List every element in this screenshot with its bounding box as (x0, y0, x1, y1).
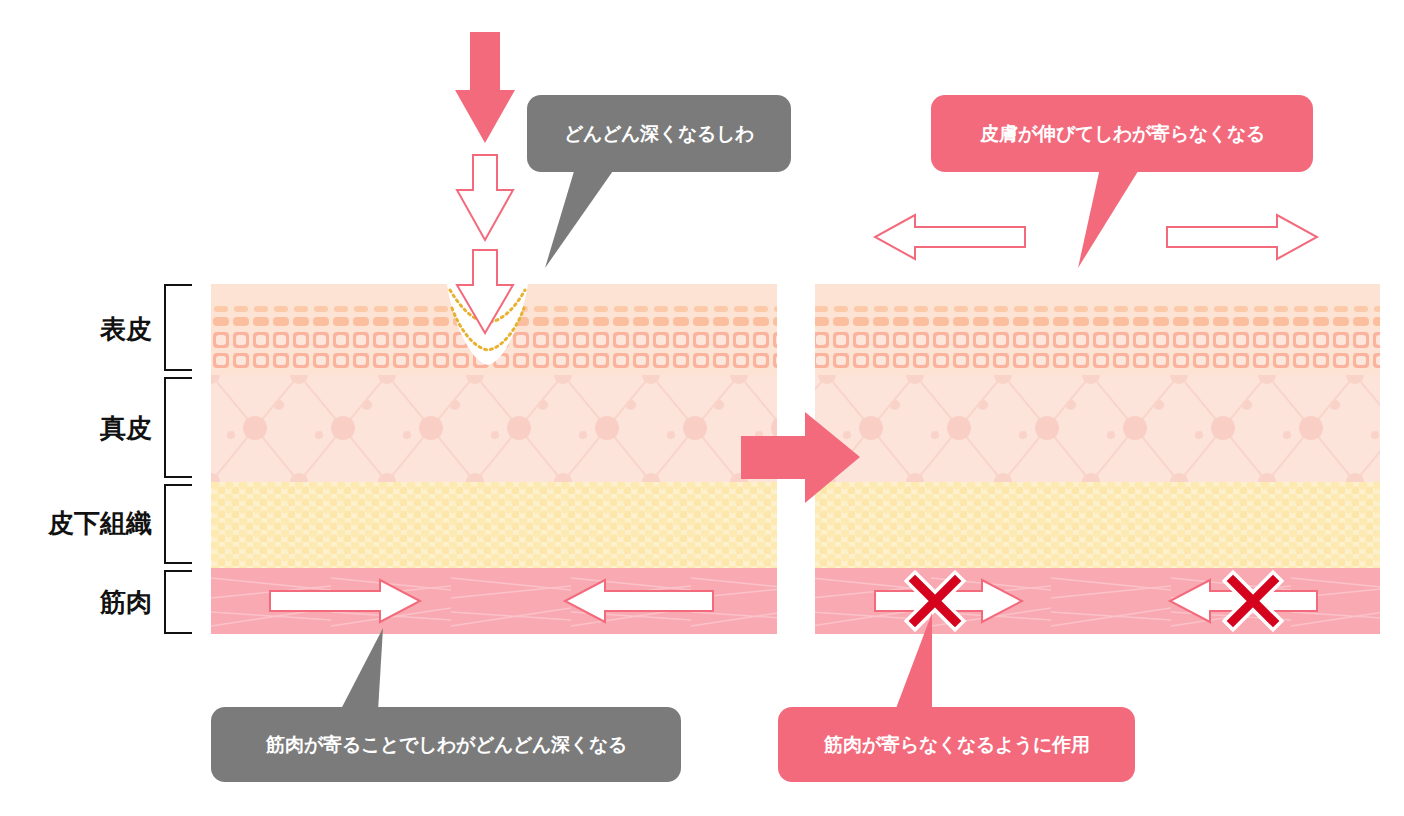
skin-panel-after (815, 284, 1380, 634)
muscle-arrow (875, 580, 1022, 622)
layer-label: 真皮 (100, 411, 152, 446)
callout-text: 筋肉が寄らなくなるように作用 (824, 732, 1090, 757)
callout-bubble: 皮膚が伸びてしわが寄らなくなる (931, 95, 1313, 172)
callout-tail (1078, 168, 1140, 268)
callout-tail (340, 628, 383, 711)
layer-label: 皮下組織 (48, 506, 152, 541)
callout-bubble: どんどん深くなるしわ (527, 95, 791, 172)
transition-arrow (741, 412, 860, 503)
layer-label: 表皮 (100, 312, 152, 347)
layer-label: 筋肉 (100, 585, 152, 620)
callout-text: どんどん深くなるしわ (564, 121, 754, 146)
layer-bracket (165, 285, 192, 633)
block-cross (915, 581, 1273, 621)
muscle-arrow (565, 580, 713, 622)
callout-text: 皮膚が伸びてしわが寄らなくなる (980, 121, 1265, 146)
skin-panel-before (211, 284, 777, 634)
pressure-arrow (455, 32, 515, 143)
callout-tail (895, 613, 932, 711)
pressure-arrow-outline (457, 155, 513, 240)
callout-bubble: 筋肉が寄ることでしわがどんどん深くなる (211, 707, 681, 782)
stretch-arrow (875, 215, 1025, 259)
callout-bubble: 筋肉が寄らなくなるように作用 (778, 707, 1135, 782)
pressure-arrow-outline (457, 250, 513, 333)
muscle-arrow (270, 580, 420, 622)
muscle-arrow (1170, 580, 1317, 622)
stretch-arrow (1167, 215, 1317, 259)
callout-tail (545, 168, 615, 268)
callout-text: 筋肉が寄ることでしわがどんどん深くなる (266, 732, 627, 757)
